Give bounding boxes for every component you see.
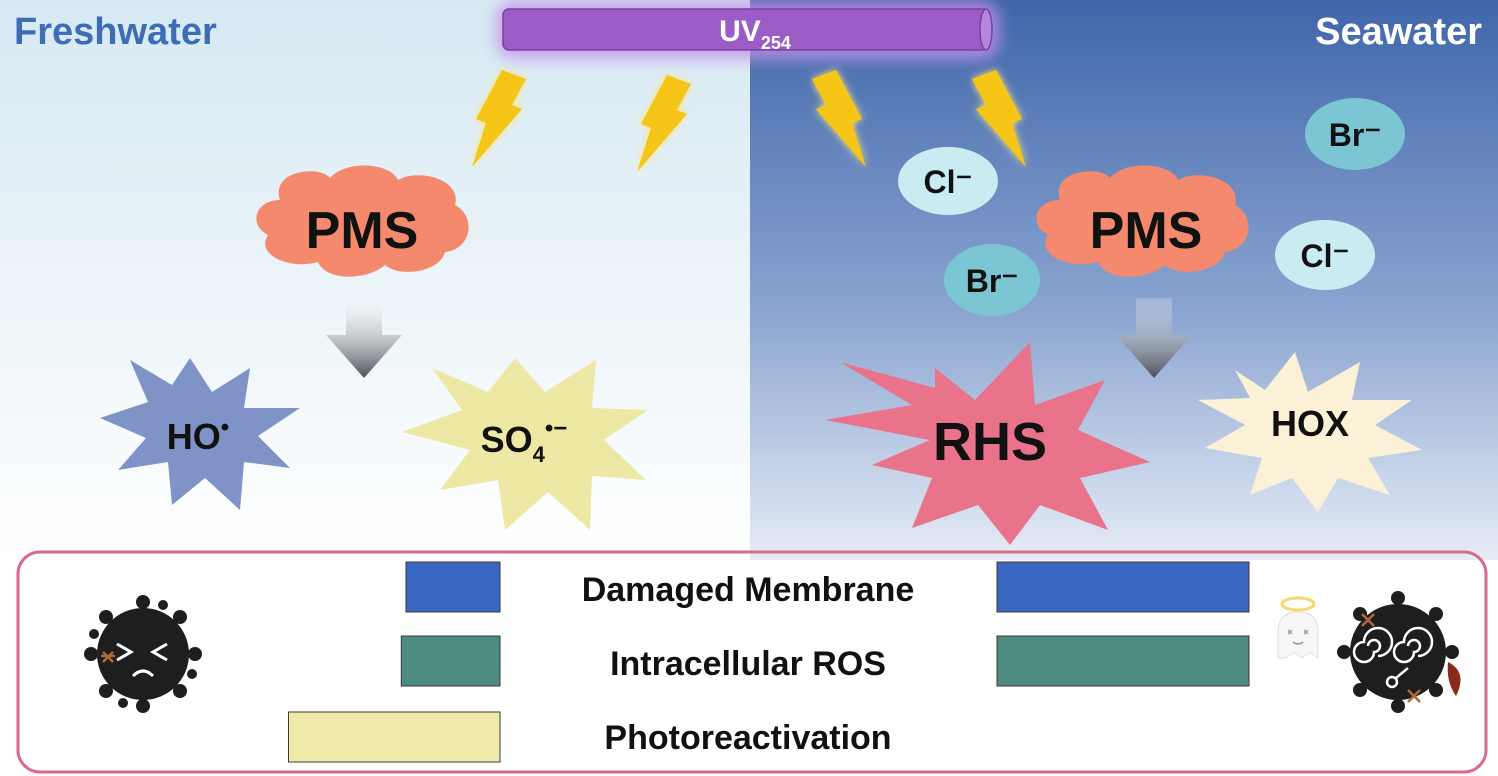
freshwater-bar-damaged-membrane bbox=[405, 561, 501, 613]
seawater-pms-cloud: PMS bbox=[1036, 165, 1249, 277]
bromide-ion-1-label: Br⁻ bbox=[966, 263, 1018, 299]
chloride-ion-1-label: Cl⁻ bbox=[924, 164, 973, 200]
freshwater-bar-photoreactivation bbox=[288, 711, 501, 763]
rhs-label: RHS bbox=[933, 412, 1047, 472]
hox-star: HOX bbox=[1198, 352, 1422, 512]
hydroxyl-radical-label: HO• bbox=[167, 414, 229, 457]
rhs-star: RHS bbox=[825, 342, 1150, 545]
hox-label: HOX bbox=[1271, 403, 1349, 444]
uv-lamp-label: UV254 bbox=[719, 15, 791, 53]
uv-lamp: UV254 bbox=[495, 0, 1000, 60]
sulfate-radical-label: SO4•− bbox=[481, 415, 568, 467]
freshwater-pms-cloud: PMS bbox=[256, 165, 469, 277]
freshwater-bacterium-icon bbox=[84, 595, 202, 713]
chloride-ion-1: Cl⁻ bbox=[898, 147, 998, 215]
chloride-ion-2-label: Cl⁻ bbox=[1301, 238, 1350, 274]
comparison-bars bbox=[288, 561, 1250, 763]
seawater-background bbox=[750, 0, 1498, 560]
seawater-title: Seawater bbox=[1315, 11, 1482, 53]
freshwater-title: Freshwater bbox=[14, 11, 217, 53]
seawater-bar-intracellular-ros bbox=[996, 635, 1250, 687]
seawater-pms-label: PMS bbox=[1090, 202, 1203, 260]
freshwater-bar-intracellular-ros bbox=[400, 635, 501, 687]
lightning-bolt-2-icon bbox=[637, 75, 691, 172]
bromide-ion-2: Br⁻ bbox=[1305, 98, 1405, 170]
lightning-bolt-1-icon bbox=[472, 70, 526, 167]
seawater-bacterium-icon bbox=[1337, 591, 1461, 713]
ghost-halo-icon bbox=[1277, 596, 1319, 659]
metric-label-damaged-membrane: Damaged Membrane bbox=[582, 571, 915, 609]
metric-label-photoreactivation: Photoreactivation bbox=[604, 719, 891, 757]
lightning-bolt-4-icon bbox=[972, 70, 1026, 167]
sulfate-radical-star: SO4•− bbox=[402, 358, 648, 530]
lightning-bolt-3-icon bbox=[812, 70, 866, 167]
metric-label-intracellular-ros: Intracellular ROS bbox=[610, 645, 886, 683]
seawater-down-arrow-icon bbox=[1116, 298, 1192, 378]
freshwater-pms-label: PMS bbox=[306, 202, 419, 260]
hydroxyl-radical-star: HO• bbox=[100, 358, 300, 510]
bromide-ion-2-label: Br⁻ bbox=[1329, 117, 1381, 153]
chloride-ion-2: Cl⁻ bbox=[1275, 220, 1375, 290]
bromide-ion-1: Br⁻ bbox=[944, 244, 1040, 316]
comparison-panel bbox=[16, 550, 1488, 774]
seawater-bar-damaged-membrane bbox=[996, 561, 1250, 613]
freshwater-down-arrow-icon bbox=[326, 298, 402, 378]
